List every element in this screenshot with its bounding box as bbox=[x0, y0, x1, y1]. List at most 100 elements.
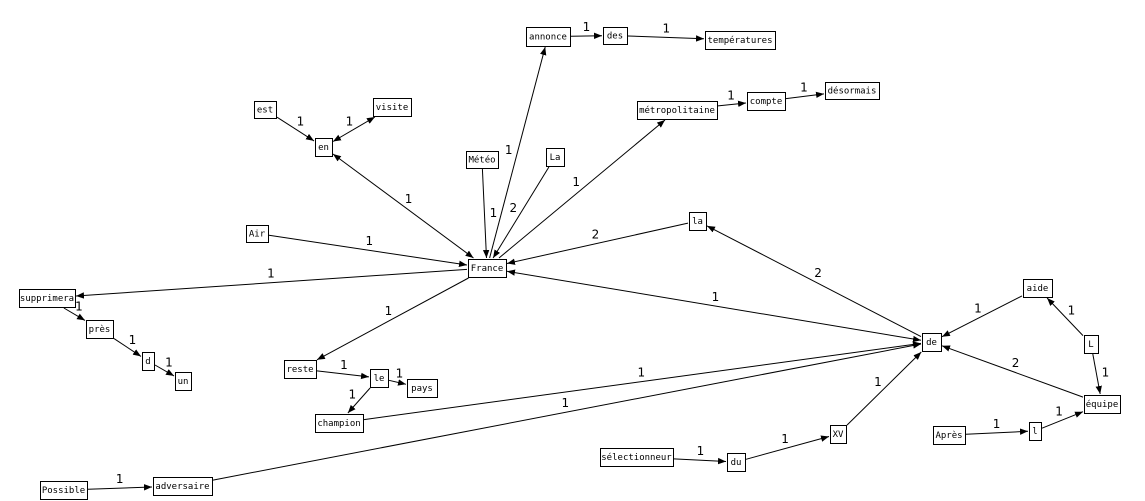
edge-weight-label: 1 bbox=[396, 367, 404, 381]
edge-weight-label: 1 bbox=[572, 175, 580, 189]
node-box bbox=[246, 225, 269, 243]
node-label: aide bbox=[1027, 284, 1049, 294]
node-label: La bbox=[550, 153, 561, 163]
node-metropolitaine[interactable]: métropolitaine bbox=[637, 101, 718, 120]
edge-le-pays: 1 bbox=[388, 367, 407, 386]
node-adversaire[interactable]: adversaire bbox=[153, 477, 213, 496]
node-box bbox=[603, 27, 628, 45]
node-box bbox=[1029, 422, 1042, 441]
node-supprimera[interactable]: supprimera bbox=[19, 289, 76, 308]
edge-line bbox=[745, 435, 830, 460]
node-pays[interactable]: pays bbox=[407, 379, 438, 398]
node-label: d bbox=[145, 357, 150, 367]
node-label: un bbox=[178, 377, 189, 387]
node-temperatures[interactable]: températures bbox=[705, 31, 776, 50]
edge-weight-label: 1 bbox=[874, 375, 882, 389]
node-pres[interactable]: près bbox=[86, 320, 114, 339]
node-compte[interactable]: compte bbox=[747, 92, 786, 111]
node-la[interactable]: la bbox=[689, 212, 707, 231]
node-xv[interactable]: XV bbox=[830, 425, 847, 444]
edge-apres-l: 1 bbox=[965, 417, 1029, 435]
edge-line bbox=[481, 168, 490, 259]
node-label: XV bbox=[833, 430, 844, 440]
edge-L-equipe: 1 bbox=[1092, 353, 1109, 395]
node-des[interactable]: des bbox=[603, 27, 628, 45]
node-label: Météo bbox=[468, 155, 495, 166]
edge-weight-label: 1 bbox=[75, 300, 83, 314]
edge-La-france: 2 bbox=[492, 166, 550, 259]
edge-weight-label: 1 bbox=[993, 417, 1001, 431]
node-equipe[interactable]: équipe bbox=[1084, 395, 1121, 414]
edge-line bbox=[268, 234, 468, 267]
edge-line bbox=[706, 225, 922, 338]
edge-supprimera-pres: 1 bbox=[63, 300, 86, 321]
node-box bbox=[315, 138, 333, 157]
node-un[interactable]: un bbox=[175, 372, 192, 391]
edge-line bbox=[506, 222, 689, 265]
node-l[interactable]: l bbox=[1029, 422, 1042, 441]
edge-weight-label: 1 bbox=[405, 192, 413, 206]
node-label: la bbox=[692, 217, 703, 227]
edge-line bbox=[113, 338, 142, 357]
node-meteo[interactable]: Météo bbox=[466, 151, 499, 169]
node-de[interactable]: de bbox=[922, 333, 942, 352]
node-label: compte bbox=[750, 97, 783, 107]
edge-weight-label: 1 bbox=[129, 333, 137, 347]
node-box bbox=[373, 98, 412, 117]
node-box bbox=[142, 352, 155, 371]
node-en[interactable]: en bbox=[315, 138, 333, 157]
node-box bbox=[637, 101, 718, 120]
node-label: champion bbox=[317, 419, 360, 429]
node-annonce[interactable]: annonce bbox=[526, 27, 571, 47]
edge-aide-de: 1 bbox=[941, 295, 1023, 338]
node-reste[interactable]: reste bbox=[284, 360, 317, 379]
node-possible[interactable]: Possible bbox=[40, 481, 88, 500]
node-air[interactable]: Air bbox=[246, 225, 269, 243]
edge-weight-label: 1 bbox=[974, 301, 982, 315]
edge-adversaire-de: 1 bbox=[212, 342, 922, 481]
edge-line bbox=[212, 342, 922, 481]
node-box bbox=[315, 414, 364, 433]
edge-line bbox=[276, 116, 315, 142]
node-france[interactable]: France bbox=[468, 259, 507, 278]
edge-weight-label: 1 bbox=[116, 472, 124, 486]
edge-line bbox=[498, 119, 666, 259]
edge-line bbox=[316, 277, 469, 361]
edge-france-annonce: 1 bbox=[489, 46, 547, 259]
node-le[interactable]: le bbox=[370, 369, 389, 388]
node-box bbox=[830, 425, 847, 444]
node-label: pays bbox=[411, 384, 433, 394]
node-visite[interactable]: visite bbox=[373, 98, 412, 117]
edge-line bbox=[347, 387, 371, 414]
edge-possible-adversaire: 1 bbox=[87, 472, 153, 491]
edge-line bbox=[941, 345, 1084, 398]
node-du[interactable]: du bbox=[727, 453, 746, 472]
edge-weight-label: 1 bbox=[297, 115, 305, 129]
node-label: visite bbox=[376, 103, 409, 113]
edge-selectionneur-du: 1 bbox=[673, 444, 727, 465]
node-La[interactable]: La bbox=[546, 148, 565, 167]
edge-xv-de: 1 bbox=[846, 351, 922, 426]
edge-le-champion: 1 bbox=[347, 387, 371, 414]
edge-air-france: 1 bbox=[268, 234, 468, 267]
node-est[interactable]: est bbox=[254, 101, 277, 119]
node-L[interactable]: L bbox=[1084, 335, 1099, 354]
edge-en-visite: 1 bbox=[332, 115, 376, 142]
nodes-layer: annonce des températures métropolitaine comp… bbox=[19, 27, 1121, 500]
node-champion[interactable]: champion bbox=[315, 414, 364, 433]
node-box bbox=[284, 360, 317, 379]
node-selectionneur[interactable]: sélectionneur bbox=[600, 448, 674, 467]
node-aide[interactable]: aide bbox=[1023, 279, 1053, 298]
edge-weight-label: 1 bbox=[712, 290, 720, 304]
node-box bbox=[526, 27, 571, 47]
edge-weight-label: 1 bbox=[490, 206, 498, 220]
edge-equipe-de: 2 bbox=[941, 345, 1084, 398]
node-label: L bbox=[1088, 340, 1093, 350]
node-d[interactable]: d bbox=[142, 352, 155, 371]
node-box bbox=[1023, 279, 1053, 298]
edge-line bbox=[1092, 353, 1102, 395]
node-apres[interactable]: Après bbox=[933, 426, 966, 445]
node-label: métropolitaine bbox=[639, 105, 715, 116]
edge-weight-label: 1 bbox=[1068, 304, 1076, 318]
node-desormais[interactable]: désormais bbox=[825, 82, 880, 100]
